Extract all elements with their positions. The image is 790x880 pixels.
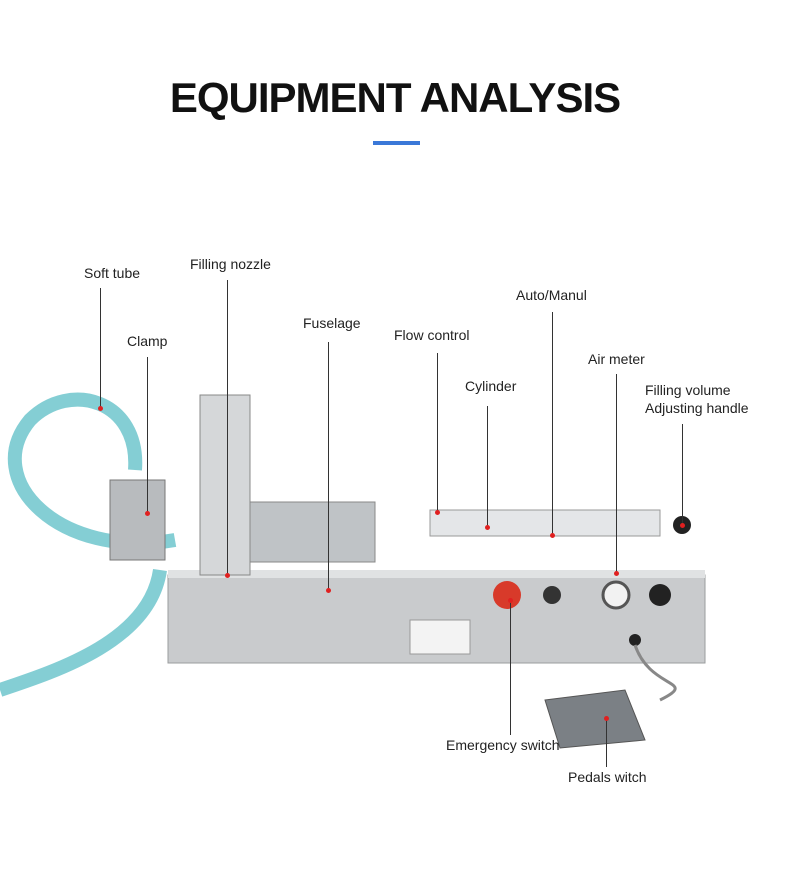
marker-dot [98, 406, 103, 411]
filling-machine-illustration [0, 392, 706, 749]
front-label-plate [409, 619, 471, 655]
marker-dot [145, 511, 150, 516]
callout-line-soft-tube [100, 288, 101, 408]
callout-line-flow-control [437, 353, 438, 512]
page-title: EQUIPMENT ANALYSIS [169, 74, 621, 121]
callout-line-filling-volume [682, 424, 683, 525]
label-emergency-switch: Emergency switch [446, 737, 560, 753]
label-auto-manual: Auto/Manul [516, 287, 587, 303]
callout-line-cylinder [487, 406, 488, 527]
nozzle-column [199, 394, 251, 576]
foot-pedal [544, 689, 646, 749]
label-air-meter: Air meter [588, 351, 645, 367]
callout-line-filling-nozzle [227, 280, 228, 575]
label-clamp: Clamp [127, 333, 168, 349]
marker-dot [508, 598, 513, 603]
callout-line-air-meter [616, 374, 617, 573]
auto-manual-knob [543, 586, 561, 604]
marker-dot [550, 533, 555, 538]
hopper-barrel [234, 501, 376, 563]
emergency-stop-button [493, 581, 521, 609]
label-filling-volume: Filling volume [645, 382, 731, 398]
marker-dot [604, 716, 609, 721]
cylinder [429, 509, 661, 537]
callout-line-pedal-switch [606, 718, 607, 767]
label-adjusting-handle: Adjusting handle [645, 400, 749, 416]
callout-line-clamp [147, 357, 148, 513]
marker-dot [326, 588, 331, 593]
label-filling-nozzle: Filling nozzle [190, 256, 271, 272]
marker-dot [680, 523, 685, 528]
marker-dot [435, 510, 440, 515]
callout-line-emergency-switch [510, 600, 511, 735]
air-gauge [601, 580, 631, 610]
soft-tube [0, 392, 177, 697]
marker-dot [225, 573, 230, 578]
label-soft-tube: Soft tube [84, 265, 141, 281]
label-fuselage: Fuselage [303, 315, 361, 331]
title-underline [373, 141, 420, 145]
marker-dot [485, 525, 490, 530]
callout-line-auto-manual [552, 312, 553, 535]
label-pedal-switch: Pedals witch [568, 769, 647, 785]
marker-dot [614, 571, 619, 576]
label-cylinder: Cylinder [465, 378, 517, 394]
label-flow-control: Flow control [394, 327, 470, 343]
callout-line-fuselage [328, 342, 329, 590]
